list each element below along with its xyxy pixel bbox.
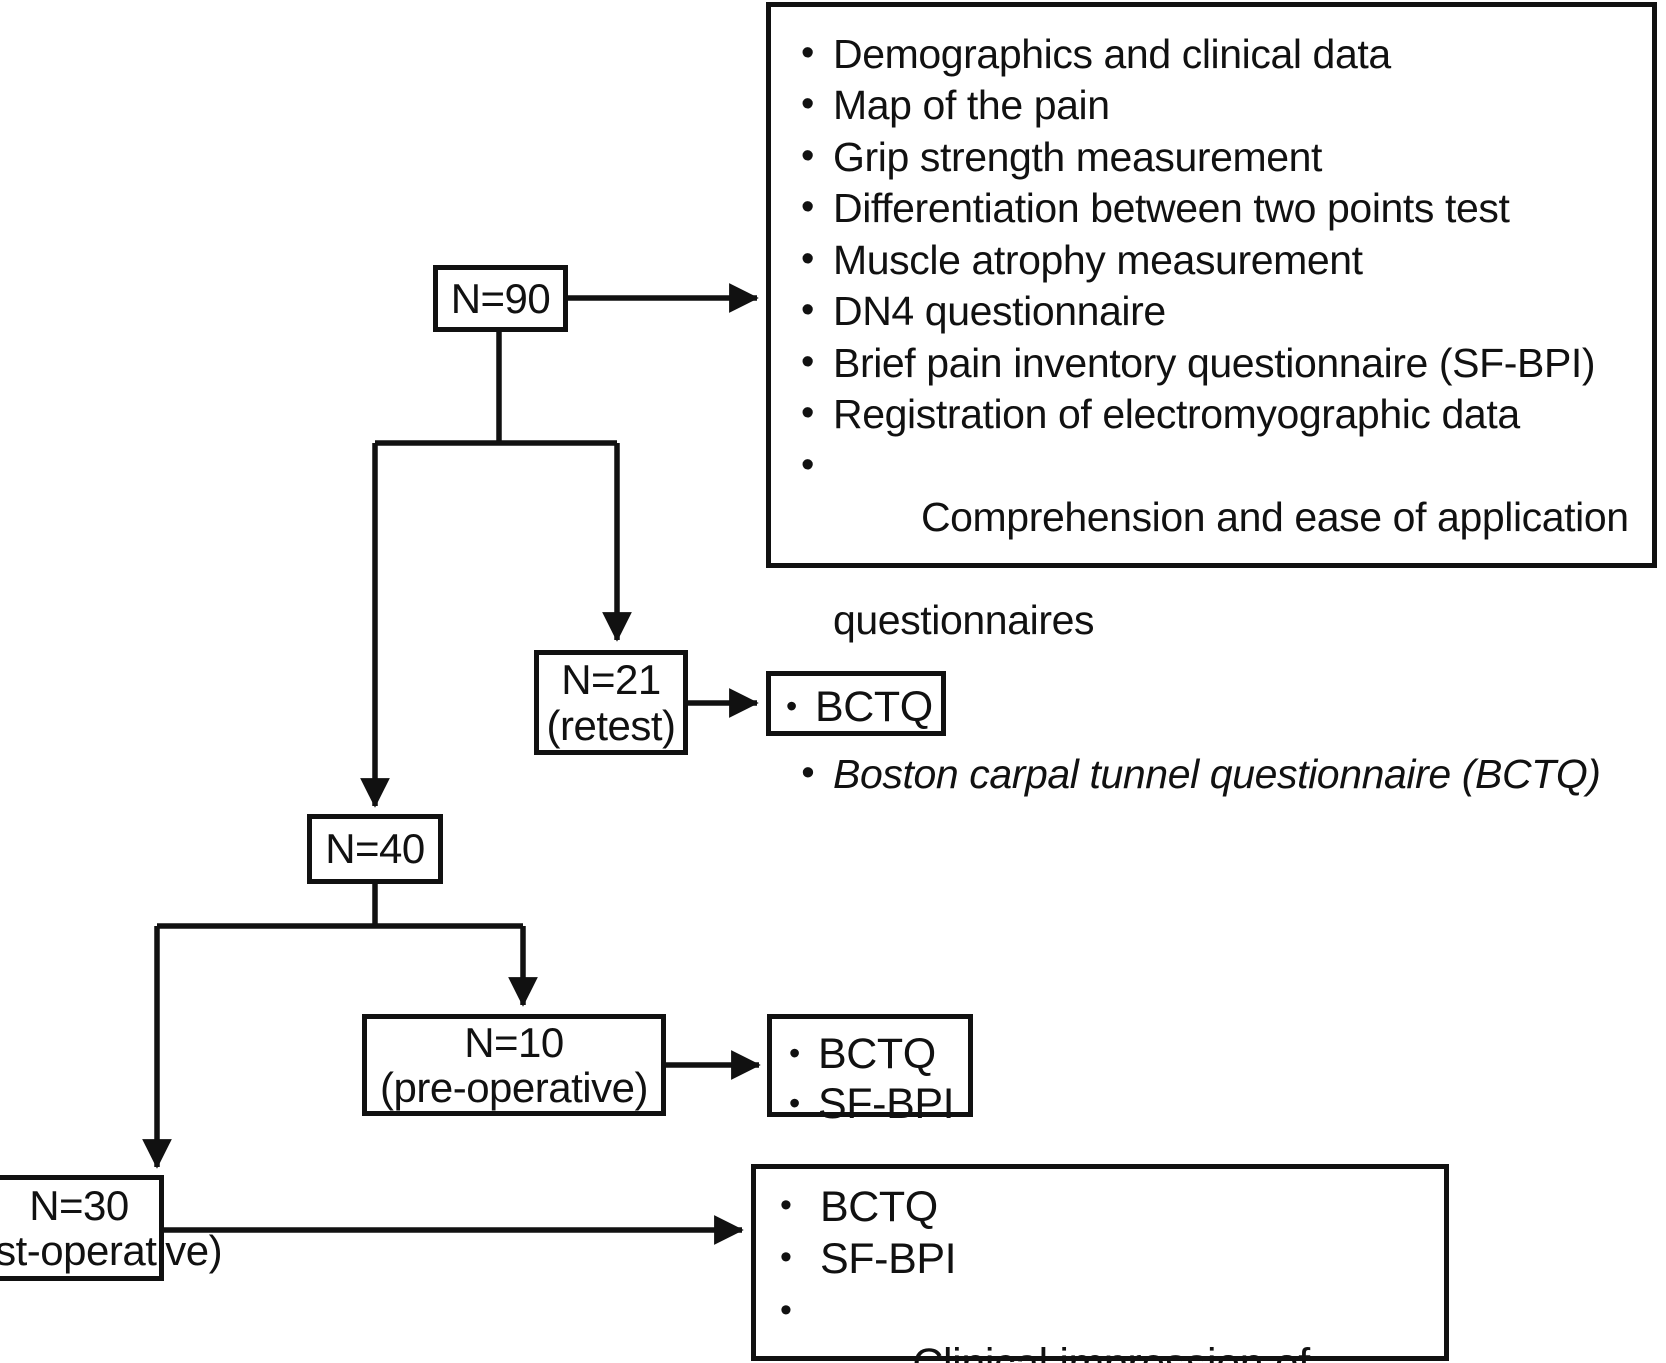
node-n21-label-line1: N=21 bbox=[561, 656, 661, 704]
list-item: Registration of electromyographic data bbox=[799, 389, 1652, 440]
node-n21-label-line2: (retest) bbox=[546, 701, 676, 749]
list-item-bctq: Boston carpal tunnel questionnaire (BCTQ… bbox=[799, 749, 1652, 800]
list-item: Demographics and clinical data bbox=[799, 29, 1652, 80]
list-item: BCTQ bbox=[776, 1181, 1444, 1233]
preoperative-assessments-box: BCTQ SF-BPI bbox=[767, 1014, 973, 1128]
list-item: Brief pain inventory questionnaire (SF-B… bbox=[799, 338, 1652, 389]
list-item-line2: questionnaires bbox=[833, 596, 1095, 643]
baseline-assessments-box: Demographics and clinical data Map of th… bbox=[766, 2, 1657, 798]
list-item: SF-BPI bbox=[786, 1079, 968, 1129]
postoperative-assessments-box: BCTQ SF-BPI Clinical impression of treat… bbox=[751, 1164, 1449, 1363]
list-item: Differentiation between two points test bbox=[799, 183, 1652, 234]
node-n10-preoperative[interactable]: N=10 (pre-operative) bbox=[362, 1014, 666, 1116]
node-n40-label: N=40 bbox=[325, 825, 425, 873]
list-item: DN4 questionnaire bbox=[799, 286, 1652, 337]
list-item: Grip strength measurement bbox=[799, 132, 1652, 183]
list-item: Map of the pain bbox=[799, 80, 1652, 131]
baseline-assessments-list: Demographics and clinical data Map of th… bbox=[799, 29, 1652, 801]
retest-assessments-box: BCTQ bbox=[766, 671, 946, 736]
node-n90[interactable]: N=90 bbox=[433, 265, 568, 332]
list-item: Comprehension and ease of application qu… bbox=[799, 441, 1652, 750]
node-n40[interactable]: N=40 bbox=[307, 814, 443, 884]
retest-assessments-list: BCTQ bbox=[783, 682, 941, 732]
postoperative-assessments-list: BCTQ SF-BPI Clinical impression of treat… bbox=[776, 1181, 1444, 1363]
list-item: BCTQ bbox=[783, 682, 941, 732]
list-item-line1: Clinical impression of treatment bbox=[820, 1340, 1321, 1363]
preoperative-assessments-list: BCTQ SF-BPI bbox=[786, 1029, 968, 1130]
list-item: Muscle atrophy measurement bbox=[799, 235, 1652, 286]
node-n90-label: N=90 bbox=[450, 274, 551, 322]
node-n21-retest[interactable]: N=21 (retest) bbox=[534, 650, 688, 755]
list-item: SF-BPI bbox=[776, 1233, 1444, 1285]
list-item: BCTQ bbox=[786, 1029, 968, 1079]
node-n10-label-line1: N=10 bbox=[464, 1018, 564, 1066]
node-n30-label-line1: N=30 bbox=[29, 1181, 129, 1229]
list-item: Clinical impression of treatment results… bbox=[776, 1286, 1444, 1363]
node-n10-label-line2: (pre-operative) bbox=[380, 1064, 648, 1111]
list-item-line1: Comprehension and ease of application bbox=[920, 494, 1629, 541]
node-n30-postoperative[interactable]: N=30 (post-operative) bbox=[0, 1175, 223, 1281]
node-n30-label-line2: (post-operative) bbox=[0, 1227, 223, 1274]
